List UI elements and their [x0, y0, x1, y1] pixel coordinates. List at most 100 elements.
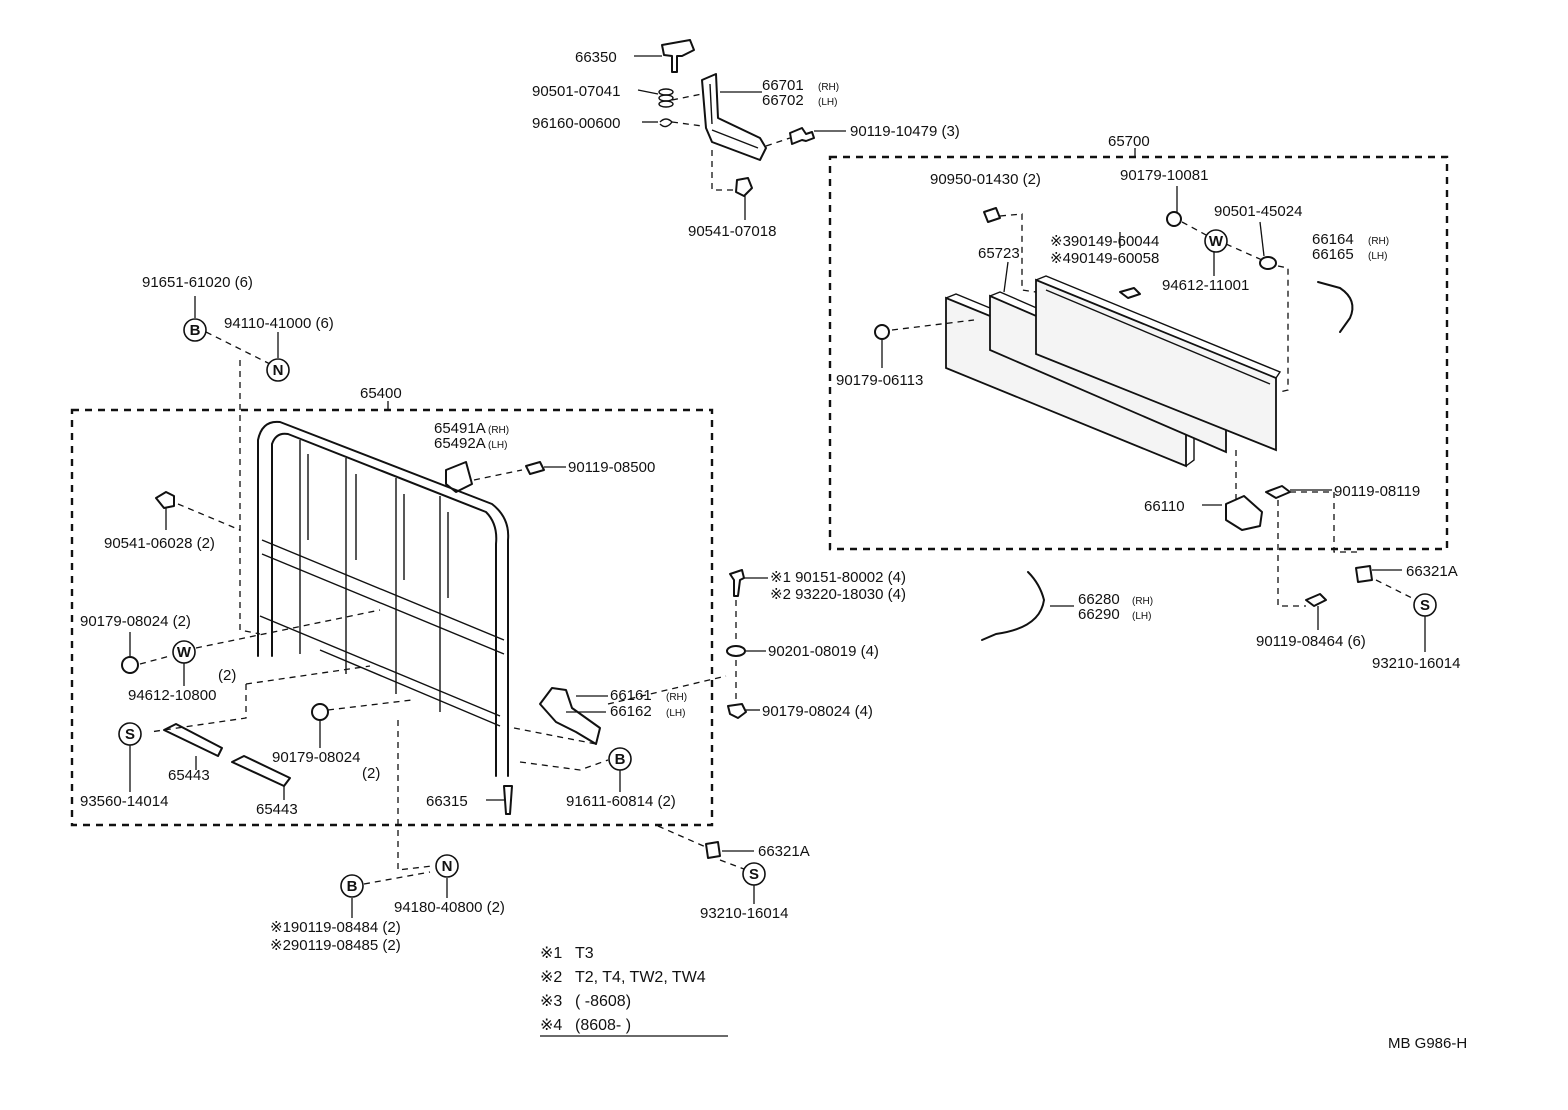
nut-90179-10081-icon — [1166, 211, 1182, 227]
label-65443-b: 65443 — [256, 801, 298, 818]
plate-65443-b-icon — [231, 755, 291, 787]
label-90119-08500: 90119-08500 — [568, 459, 655, 476]
bolt-90119-08500-icon — [525, 461, 545, 475]
nut-90179-08024-left-icon — [121, 656, 139, 674]
label-66165: 66165 — [1312, 246, 1354, 263]
label-90149-60044: ※390149-60044 — [1050, 233, 1159, 250]
label-93560-14014: 93560-14014 — [80, 793, 168, 810]
svg-text:(LH): (LH) — [1132, 611, 1151, 622]
spring-icon — [658, 88, 674, 108]
svg-text:B: B — [347, 878, 358, 895]
label-90119-08485: ※290119-08485 (2) — [270, 937, 401, 954]
label-90179-08024-right: 90179-08024 (4) — [762, 703, 873, 720]
label-65700: 65700 — [1108, 133, 1150, 150]
headboard-frame-icon — [257, 420, 510, 777]
marker-n-bottom: N — [435, 854, 459, 878]
svg-text:W: W — [1209, 233, 1224, 250]
svg-text:(RH): (RH) — [1132, 596, 1153, 607]
marker-s-left: S — [118, 722, 142, 746]
label-66164: 66164 — [1312, 231, 1354, 248]
svg-text:(RH): (RH) — [1368, 236, 1389, 247]
label-90151-80002: ※1 90151-80002 (4) — [770, 569, 906, 586]
label-90541-07018: 90541-07018 — [688, 223, 776, 240]
label-90179-08024-left: 90179-08024 (2) — [80, 613, 191, 630]
label-90149-60058: ※490149-60058 — [1050, 250, 1159, 267]
pin-66350-icon — [661, 39, 695, 73]
marker-s-bottom: S — [742, 862, 766, 886]
label-65443-a: 65443 — [168, 767, 210, 784]
label-66280: 66280 — [1078, 591, 1120, 608]
svg-text:(RH): (RH) — [818, 82, 839, 93]
svg-text:(LH): (LH) — [818, 97, 837, 108]
label-91651-61020: 91651-61020 (6) — [142, 274, 253, 291]
hinge-bracket-icon — [701, 73, 767, 161]
cap-icon — [983, 207, 1001, 223]
nut-90179-08024-mid-icon — [311, 703, 329, 721]
hinge-assembly — [634, 39, 846, 220]
svg-text:(LH): (LH) — [1368, 251, 1387, 262]
svg-text:B: B — [190, 322, 201, 339]
label-93210-16014-right: 93210-16014 — [1372, 655, 1460, 672]
grommet-66321A-bottom-icon — [705, 841, 721, 859]
footnote-3-text: ( -8608) — [575, 993, 631, 1010]
marker-w-right: W — [1204, 229, 1228, 253]
label-90541-06028: 90541-06028 (2) — [104, 535, 215, 552]
label-94612-10800-qty: (2) — [218, 667, 236, 684]
marker-b-mid: B — [608, 747, 632, 771]
svg-text:(LH): (LH) — [488, 440, 507, 451]
svg-text:(RH): (RH) — [488, 425, 509, 436]
label-66162: 66162 — [610, 703, 652, 720]
diagram-code: MB G986-H — [1388, 1035, 1467, 1052]
footnote-3-mark: ※3 — [540, 993, 562, 1010]
label-66110: 66110 — [1144, 498, 1185, 515]
label-90501-45024: 90501-45024 — [1214, 203, 1302, 220]
svg-text:W: W — [177, 644, 192, 661]
washer-90201-icon — [726, 645, 746, 657]
label-94180-40800: 94180-40800 (2) — [394, 899, 505, 916]
hardware-column — [705, 569, 768, 859]
headboard-box-65400 — [70, 401, 755, 904]
label-93220-18030: ※2 93220-18030 (4) — [770, 586, 906, 603]
footnote-4-mark: ※4 — [540, 1017, 562, 1034]
label-66321A-bottom: 66321A — [758, 843, 810, 860]
bolt-90149-icon — [1119, 287, 1141, 299]
label-90119-10479: 90119-10479 (3) — [850, 123, 960, 140]
label-66290: 66290 — [1078, 606, 1120, 623]
nut-90541-06028-icon — [155, 491, 175, 509]
part-labels: 66350 90501-07041 96160-00600 66701 (RH)… — [80, 49, 1460, 954]
label-90201-08019: 90201-08019 (4) — [768, 643, 879, 660]
label-90179-10081: 90179-10081 — [1120, 167, 1208, 184]
marker-b-top: B — [183, 318, 207, 342]
label-66350: 66350 — [575, 49, 617, 66]
rail-icon — [1035, 278, 1277, 452]
latch-66110-icon — [1225, 495, 1263, 531]
bolt-icon — [789, 127, 815, 145]
footnote-1-text: T3 — [575, 945, 594, 962]
label-90179-06113: 90179-06113 — [836, 372, 923, 389]
grommet-66321A-icon — [1355, 565, 1373, 583]
footnote-1-mark: ※1 — [540, 945, 562, 962]
label-66702: 66702 — [762, 92, 804, 109]
svg-text:B: B — [615, 751, 626, 768]
spring-90501-45024-icon — [1259, 256, 1277, 270]
tailgate-box-65700 — [828, 148, 1449, 652]
label-91611-60814: 91611-60814 (2) — [566, 793, 676, 810]
nut-90179-06113-icon — [874, 324, 890, 340]
marker-n-top: N — [266, 358, 290, 382]
clip-icon — [659, 118, 673, 128]
label-90119-08484: ※190119-08484 (2) — [270, 919, 401, 936]
marker-w-left: W — [172, 640, 196, 664]
label-66701: 66701 — [762, 77, 804, 94]
label-94612-11001: 94612-11001 — [1162, 277, 1249, 294]
pin-66315-icon — [503, 785, 513, 815]
label-65492A: 65492A — [434, 435, 486, 452]
label-65723: 65723 — [978, 245, 1020, 262]
nut-icon — [735, 177, 753, 197]
footnote-2-mark: ※2 — [540, 969, 562, 986]
label-90501-07041: 90501-07041 — [532, 83, 620, 100]
bolt-90119-08464-icon — [1305, 593, 1327, 607]
label-94612-10800: 94612-10800 — [128, 687, 216, 704]
svg-text:S: S — [1420, 597, 1430, 614]
label-93210-16014-bottom: 93210-16014 — [700, 905, 788, 922]
